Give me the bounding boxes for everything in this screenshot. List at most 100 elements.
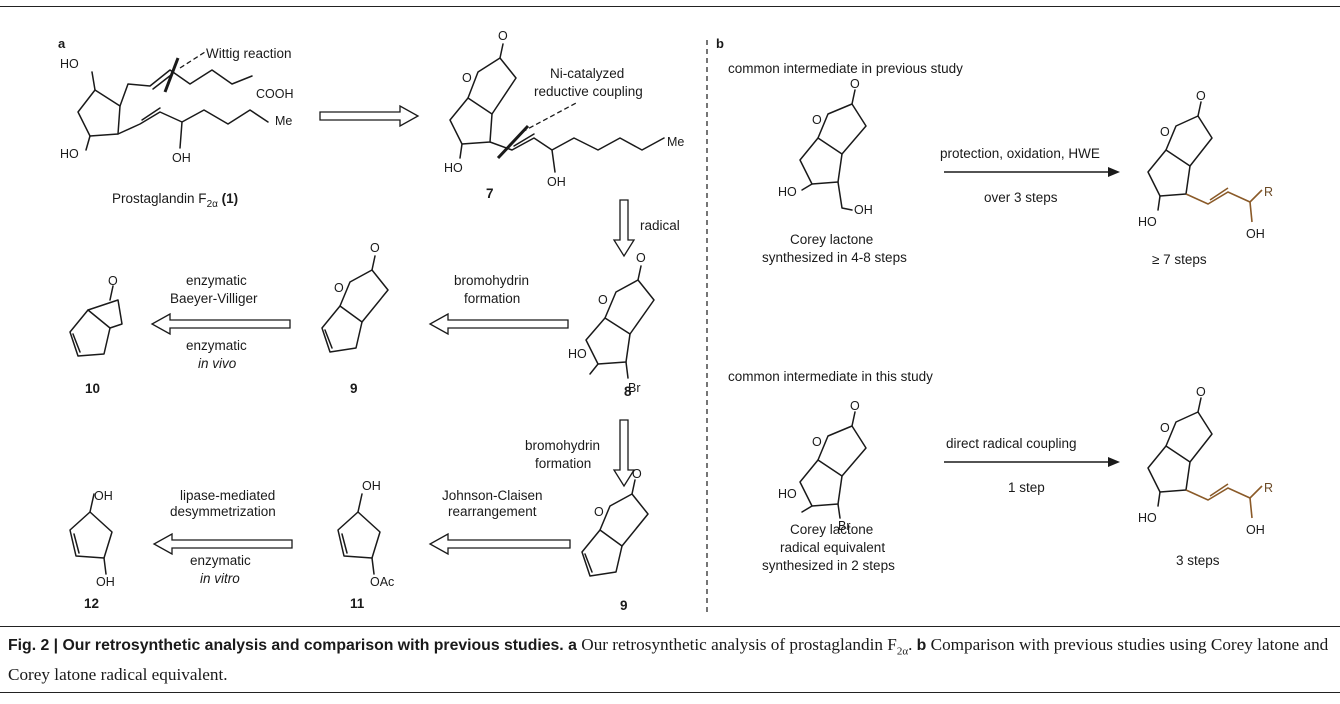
b-bottom-arrow-above: direct radical coupling <box>946 436 1077 451</box>
corey-o-carbonyl: O <box>850 77 860 91</box>
c9b-number: 9 <box>620 598 628 613</box>
c7-me: Me <box>667 135 684 149</box>
ni-label-1: Ni-catalyzed <box>550 66 624 81</box>
b-top-arrow-above: protection, oxidation, HWE <box>940 146 1100 161</box>
bromo1-label-1: bromohydrin <box>454 273 529 288</box>
b-bottom-product-steps: 3 steps <box>1176 553 1220 568</box>
molecule-top-product: O O HO R OH <box>1138 89 1273 241</box>
bp-r: R <box>1264 481 1273 495</box>
panel-a-label: a <box>58 36 66 51</box>
b-top-cap-1: Corey lactone <box>790 232 873 247</box>
enz-invivo-label-1: enzymatic <box>186 338 247 353</box>
c11-oh: OH <box>362 479 381 493</box>
wittig-label: Wittig reaction <box>206 46 292 61</box>
b-bottom-heading: common intermediate in this study <box>728 369 933 384</box>
c7-o-ring: O <box>462 71 472 85</box>
c7-ho: HO <box>444 161 463 175</box>
pgf-cooh: COOH <box>256 87 294 101</box>
caption-a-label: a <box>563 637 582 654</box>
c9b-o-ring: O <box>594 505 604 519</box>
retro-arrow-11-to-12 <box>152 532 293 556</box>
molecule-8: O O HO Br <box>568 251 655 395</box>
bp-o-ring: O <box>1160 421 1170 435</box>
caption-b-text: Comparison with previous studies using C… <box>8 635 1329 685</box>
c12-oh-bottom: OH <box>96 575 115 589</box>
caption-fig-label: Fig. 2 | <box>8 637 63 654</box>
pgf-me: Me <box>275 114 292 128</box>
c8-ho: HO <box>568 347 587 361</box>
b-top-arrow-below: over 3 steps <box>984 190 1058 205</box>
bp-oh: OH <box>1246 523 1265 537</box>
b-top-heading: common intermediate in previous study <box>728 61 963 76</box>
b-bottom-cap-3: synthesized in 2 steps <box>762 558 895 573</box>
b-bottom-arrow <box>944 457 1120 467</box>
enz-invitro-label-1: enzymatic <box>190 553 251 568</box>
b-top-arrow <box>944 167 1120 177</box>
bottom-rule <box>0 692 1340 693</box>
panel-b-label: b <box>716 36 724 51</box>
c9b-o-carbonyl: O <box>632 467 642 481</box>
lipase-label-1: lipase-mediated <box>180 488 275 503</box>
pgf-name: Prostaglandin F2α (1) <box>112 191 238 210</box>
corey-oh: OH <box>854 203 873 217</box>
c8-o-carbonyl: O <box>636 251 646 265</box>
c8-o-ring: O <box>598 293 608 307</box>
molecule-12: OH OH <box>69 489 115 589</box>
bromo2-label-2: formation <box>535 456 591 471</box>
c7-o-carbonyl: O <box>498 29 508 43</box>
caption-a-suffix: . <box>908 635 917 654</box>
c12-oh-top: OH <box>94 489 113 503</box>
corey-ho: HO <box>778 185 797 199</box>
molecule-prostaglandin: HO HO OH COOH Me Wittig reaction <box>60 46 294 165</box>
lipase-label-2: desymmetrization <box>170 504 276 519</box>
c10-o: O <box>108 274 118 288</box>
molecule-corey-lactone: O O HO OH <box>778 77 873 217</box>
retro-arrow-9-to-10 <box>150 312 291 336</box>
retro-arrow-8-to-9-lower <box>612 419 636 488</box>
pgf-ho-top: HO <box>60 57 79 71</box>
figure-caption: Fig. 2 | Our retrosynthetic analysis and… <box>8 633 1333 687</box>
c11-number: 11 <box>350 596 365 611</box>
bromo2-label-1: bromohydrin <box>525 438 600 453</box>
c8-number: 8 <box>624 384 632 399</box>
molecule-7: O O HO OH Me Ni-catalyzed reductive coup… <box>444 29 684 189</box>
caption-a-sub: 2α <box>896 645 909 658</box>
enz-bv-label-1: enzymatic <box>186 273 247 288</box>
cre-o-carbonyl: O <box>850 399 860 413</box>
b-bottom-cap-1: Corey lactone <box>790 522 873 537</box>
enz-bv-label-2: Baeyer-Villiger <box>170 291 258 306</box>
bp-o-carbonyl: O <box>1196 385 1206 399</box>
cre-ho: HO <box>778 487 797 501</box>
cre-br: Br <box>838 519 851 533</box>
enz-invitro-label-2: in vitro <box>200 571 240 586</box>
molecule-10: O <box>69 274 123 357</box>
jc-label-2: rearrangement <box>448 504 537 519</box>
c10-number: 10 <box>85 381 100 396</box>
bp-ho: HO <box>1138 511 1157 525</box>
tp-oh: OH <box>1246 227 1265 241</box>
top-rule <box>0 6 1340 7</box>
corey-o-ring: O <box>812 113 822 127</box>
c9a-o-carbonyl: O <box>370 241 380 255</box>
tp-o-carbonyl: O <box>1196 89 1206 103</box>
caption-a-text: Our retrosynthetic analysis of prostagla… <box>581 635 897 654</box>
retro-arrow-8-to-9 <box>428 312 569 336</box>
pgf-ho-bottom: HO <box>60 147 79 161</box>
retro-arrow-7-to-8 <box>612 199 636 258</box>
c7-number: 7 <box>486 186 494 201</box>
pgf-oh: OH <box>172 151 191 165</box>
caption-title: Our retrosynthetic analysis and comparis… <box>62 637 564 654</box>
c7-oh: OH <box>547 175 566 189</box>
b-top-cap-2: synthesized in 4-8 steps <box>762 250 907 265</box>
retro-arrow-9-to-11 <box>428 532 571 556</box>
tp-o-ring: O <box>1160 125 1170 139</box>
ni-label-2: reductive coupling <box>534 84 643 99</box>
caption-b-label: b <box>916 637 927 654</box>
tp-r: R <box>1264 185 1273 199</box>
molecule-corey-radical-equivalent: O O HO Br <box>778 399 867 533</box>
jc-label-1: Johnson-Claisen <box>442 488 543 503</box>
c9a-number: 9 <box>350 381 358 396</box>
b-top-product-steps: ≥ 7 steps <box>1152 252 1207 267</box>
molecule-11: OH OAc <box>337 479 394 589</box>
c11-oac: OAc <box>370 575 394 589</box>
